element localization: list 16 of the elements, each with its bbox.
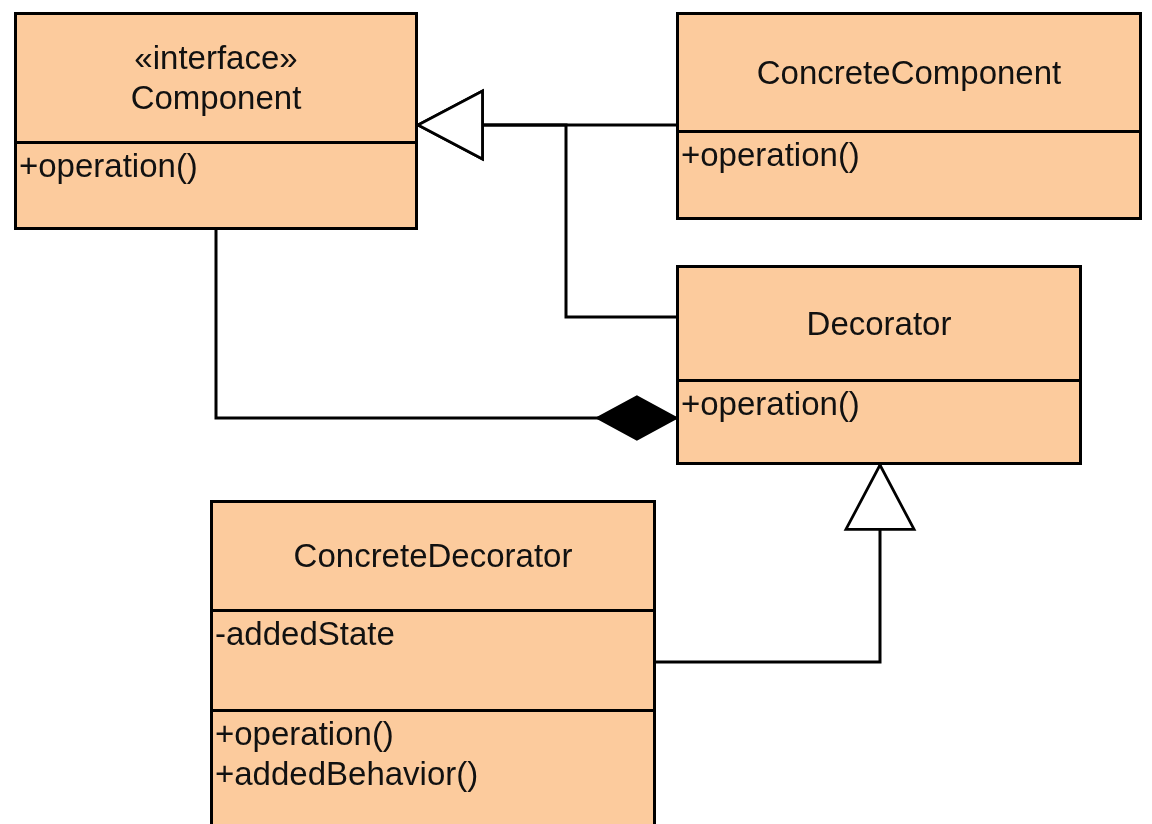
generalization-arrow xyxy=(656,463,916,664)
member-text: +operation() xyxy=(681,136,860,173)
generalization-arrow xyxy=(416,89,676,319)
class-name: «interface» Component xyxy=(129,38,303,118)
composition-line xyxy=(214,230,678,441)
member-text: -addedState xyxy=(215,615,395,652)
class-name: ConcreteComponent xyxy=(756,52,1062,93)
class-box xyxy=(676,12,1142,220)
class-name: Decorator xyxy=(806,303,952,344)
class-box xyxy=(14,12,418,230)
class-name: ConcreteDecorator xyxy=(293,536,573,576)
class-box xyxy=(210,500,656,824)
class-box xyxy=(676,265,1082,465)
member-text: +operation() xyxy=(681,385,860,422)
member-text: +operation() +addedBehavior() xyxy=(215,714,480,794)
member-text: +operation() xyxy=(19,147,198,184)
